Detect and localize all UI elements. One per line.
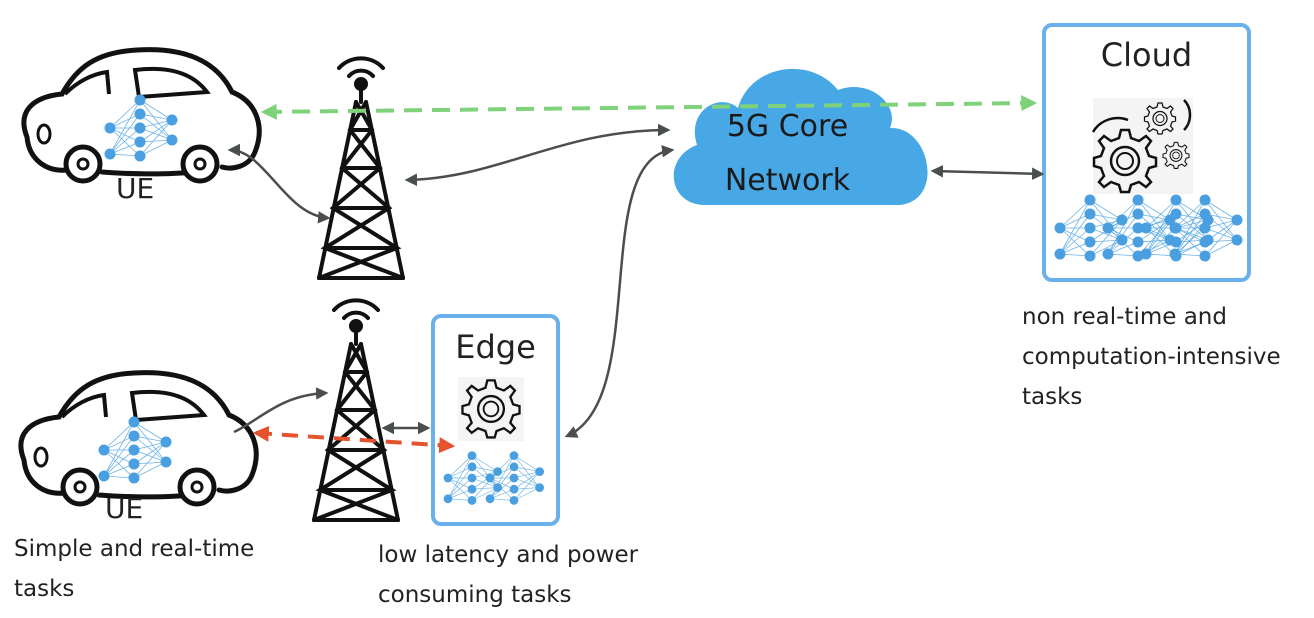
- cloud-tasks-line1: non real-time and: [1022, 304, 1227, 330]
- cloud-tasks-line2: computation-intensive: [1022, 344, 1281, 370]
- ue-cloud-link-green: [260, 95, 1038, 120]
- ue-tasks-caption: Simple and real-time tasks: [14, 529, 254, 609]
- bottom-cell-tower-icon: [312, 298, 400, 522]
- core-network-line1: 5G Core: [726, 109, 849, 144]
- core-network-line2: Network: [724, 163, 851, 198]
- edge-gear-icon: [458, 377, 524, 441]
- edge-tasks-line2: consuming tasks: [378, 582, 572, 608]
- ue-edge-link-red: [252, 425, 456, 454]
- edge-tasks-caption: low latency and power consuming tasks: [378, 535, 638, 615]
- top-cell-tower-icon: [317, 56, 405, 280]
- ue-bottom-tower-link: [233, 387, 329, 434]
- edge-title: Edge: [455, 328, 536, 366]
- ue-bottom-label: UE: [105, 492, 144, 525]
- core-cloud-link: [930, 165, 1045, 180]
- cloud-tasks-caption: non real-time and computation-intensive …: [1022, 297, 1281, 417]
- ue-top-label: UE: [116, 172, 155, 205]
- ue-top-tower-link: [227, 143, 331, 224]
- ue-top-neural-network-icon: [104, 94, 178, 162]
- cloud-title: Cloud: [1100, 36, 1193, 74]
- ue-bottom-neural-network-icon: [98, 416, 172, 484]
- core-network-label: 5G Core Network: [700, 100, 875, 208]
- edge-tasks-line1: low latency and power: [378, 542, 639, 568]
- edge-core-link: [564, 145, 675, 438]
- ue-tasks-line2: tasks: [14, 576, 75, 602]
- ue-tasks-line1: Simple and real-time: [14, 536, 255, 562]
- cloud-tasks-line3: tasks: [1022, 384, 1083, 410]
- tower-core-link: [404, 123, 671, 187]
- cloud-gears-icon: [1091, 98, 1193, 194]
